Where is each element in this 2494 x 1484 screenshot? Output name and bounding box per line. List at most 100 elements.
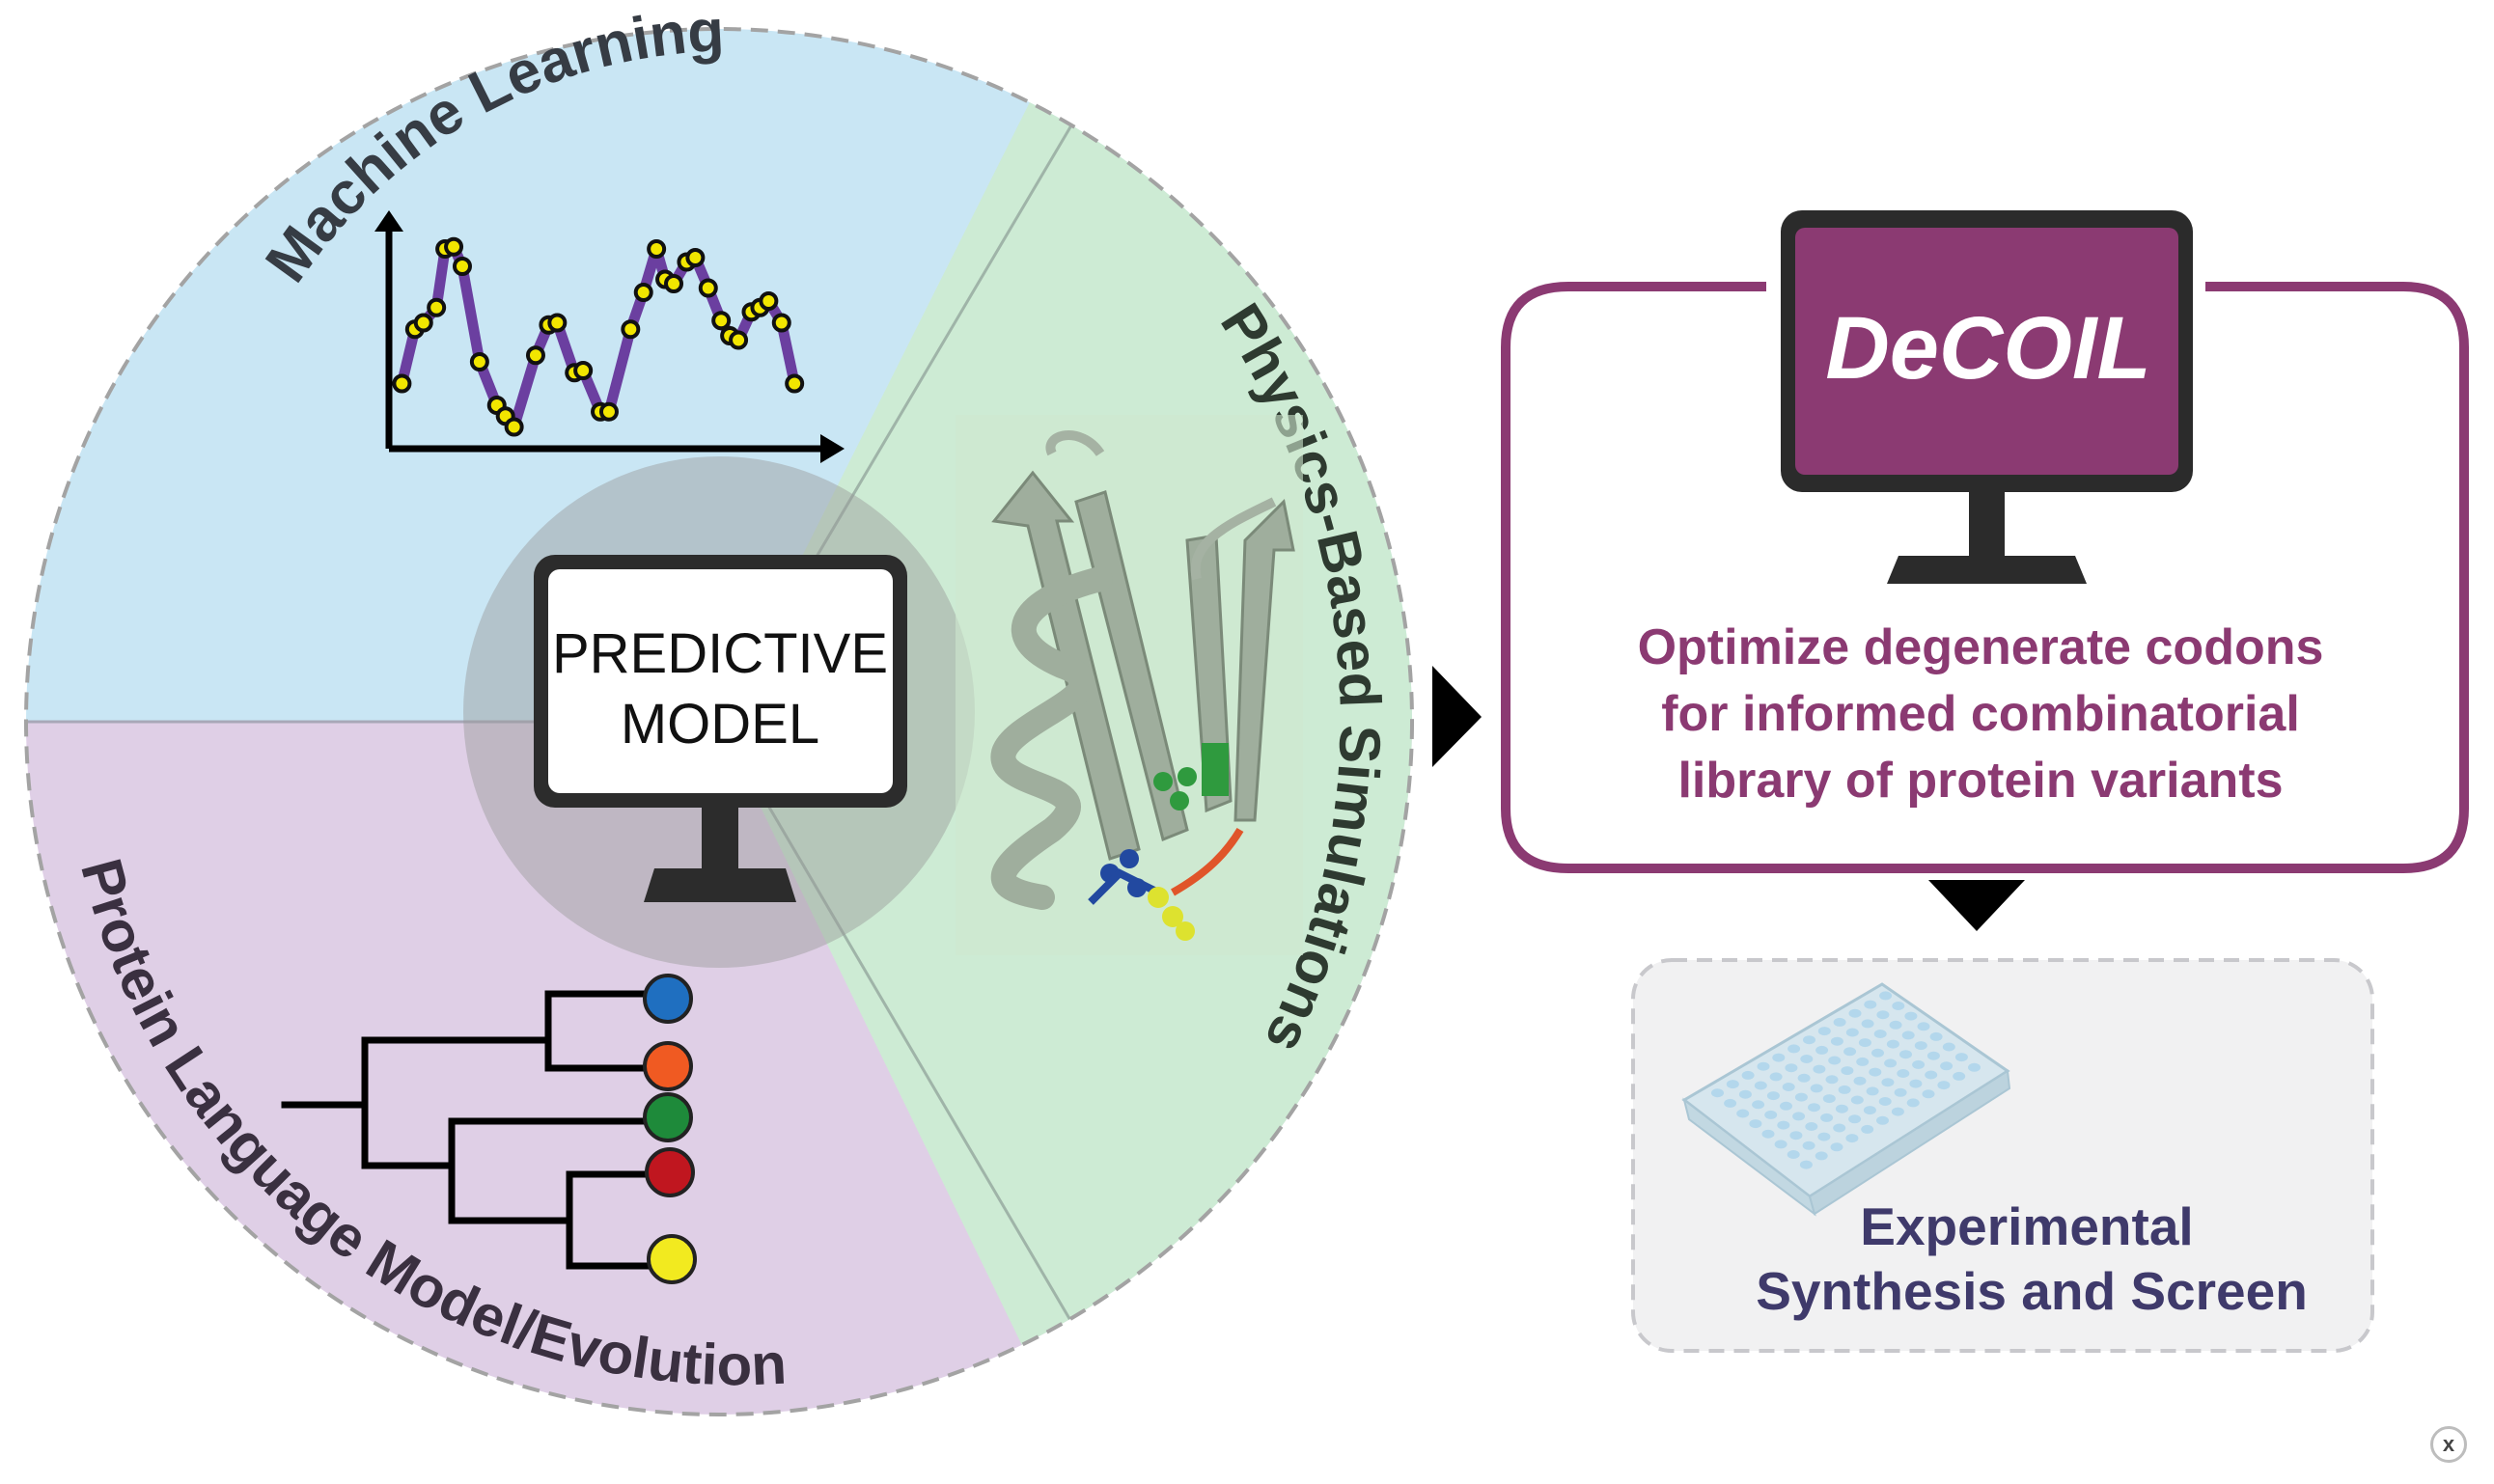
- well: [1785, 1063, 1798, 1073]
- center-label-line1: PREDICTIVE: [552, 622, 888, 685]
- well: [1845, 1028, 1859, 1037]
- wheel-border: [24, 27, 1414, 1416]
- ml-data-point: [621, 319, 641, 340]
- tree-leaf-orange: [643, 1041, 693, 1091]
- well: [1774, 1140, 1787, 1149]
- ml-data-point: [469, 352, 489, 371]
- well: [1761, 1129, 1775, 1139]
- well: [1878, 1097, 1892, 1106]
- well: [1738, 1089, 1752, 1099]
- experimental-title-line2: Synthesis and Screen: [1756, 1261, 2308, 1321]
- well: [1871, 1048, 1884, 1058]
- well: [1863, 1106, 1876, 1115]
- well: [1940, 1061, 1954, 1071]
- well: [1711, 1088, 1724, 1098]
- well: [1892, 1002, 1905, 1010]
- well: [1906, 1098, 1920, 1108]
- well: [1833, 1017, 1846, 1027]
- well: [1799, 1160, 1813, 1169]
- ml-data-point: [729, 330, 749, 350]
- well: [1917, 1022, 1930, 1031]
- tree-leaf-yellow: [647, 1234, 697, 1284]
- ml-data-point: [525, 345, 545, 366]
- well: [1736, 1109, 1750, 1118]
- ml-data-point: [444, 236, 464, 257]
- well: [1777, 1120, 1790, 1130]
- ml-data-point: [633, 283, 653, 302]
- well: [1800, 1055, 1814, 1063]
- well: [1764, 1110, 1778, 1119]
- well: [1925, 1070, 1938, 1080]
- arrow-down-icon: [1928, 880, 2025, 931]
- well: [1850, 1095, 1864, 1105]
- decoil-description-line2: for informed combinatorial: [1661, 686, 2300, 742]
- well: [1805, 1122, 1818, 1131]
- well: [1914, 1041, 1927, 1051]
- well: [1815, 1045, 1829, 1055]
- well: [1853, 1076, 1867, 1086]
- well: [1828, 1056, 1842, 1065]
- well: [1953, 1071, 1966, 1081]
- ml-scatter-plot: [374, 210, 845, 463]
- well: [1792, 1112, 1806, 1121]
- well: [1861, 1124, 1874, 1134]
- center-label-line2: MODEL: [621, 693, 819, 756]
- tree-leaf-blue: [643, 974, 693, 1024]
- well: [1856, 1057, 1870, 1066]
- well: [1881, 1078, 1895, 1087]
- well: [1848, 1008, 1862, 1018]
- predictive-model-monitor-icon: [534, 555, 907, 902]
- ml-data-point: [392, 373, 412, 394]
- well: [1789, 1131, 1803, 1140]
- ml-data-point: [785, 373, 805, 394]
- ml-data-point: [759, 291, 779, 311]
- well: [1780, 1101, 1792, 1111]
- well: [1904, 1011, 1918, 1021]
- well: [1797, 1073, 1811, 1083]
- y-axis-arrow-icon: [374, 210, 403, 232]
- ml-data-point: [647, 239, 667, 259]
- tree-leaf-red: [645, 1147, 695, 1197]
- ml-data-point: [598, 401, 619, 422]
- well: [1873, 1030, 1887, 1038]
- well: [1899, 1050, 1912, 1059]
- protein-structure-image: [956, 415, 1303, 955]
- well: [1766, 1091, 1780, 1101]
- close-button[interactable]: x: [2430, 1426, 2467, 1463]
- well: [1810, 1084, 1823, 1093]
- well: [1897, 1069, 1910, 1078]
- well: [1879, 991, 1893, 1001]
- well: [1787, 1044, 1801, 1054]
- well: [1741, 1070, 1755, 1080]
- well: [1894, 1087, 1907, 1097]
- ml-data-point: [413, 313, 433, 333]
- well: [1841, 1066, 1854, 1076]
- well: [1866, 1086, 1879, 1096]
- well: [1726, 1080, 1739, 1089]
- well: [1886, 1039, 1899, 1049]
- well: [1876, 1010, 1890, 1020]
- well: [1830, 1036, 1843, 1046]
- well: [1822, 1094, 1836, 1104]
- well: [1772, 1053, 1786, 1062]
- ml-data-point: [573, 361, 594, 380]
- well: [1954, 1053, 1968, 1062]
- close-icon[interactable]: x: [2442, 1432, 2455, 1456]
- ml-data-point: [504, 417, 524, 437]
- well: [1922, 1089, 1935, 1099]
- ml-data-point: [664, 274, 684, 293]
- ml-data-point: [711, 311, 732, 331]
- ml-data-point: [685, 248, 706, 267]
- ml-data-point: [452, 257, 472, 276]
- well: [1782, 1083, 1795, 1091]
- well: [1942, 1042, 1955, 1052]
- well: [1858, 1038, 1871, 1048]
- ml-data-point: [771, 313, 791, 333]
- decoil-description-line1: Optimize degenerate codons: [1638, 619, 2324, 675]
- experimental-title-line1: Experimental: [1860, 1196, 2193, 1256]
- tree-leaf-green: [643, 1092, 693, 1142]
- well: [1817, 1027, 1831, 1036]
- decoil-monitor-icon: [1781, 210, 2193, 584]
- well: [1813, 1064, 1826, 1074]
- well: [1845, 1134, 1859, 1143]
